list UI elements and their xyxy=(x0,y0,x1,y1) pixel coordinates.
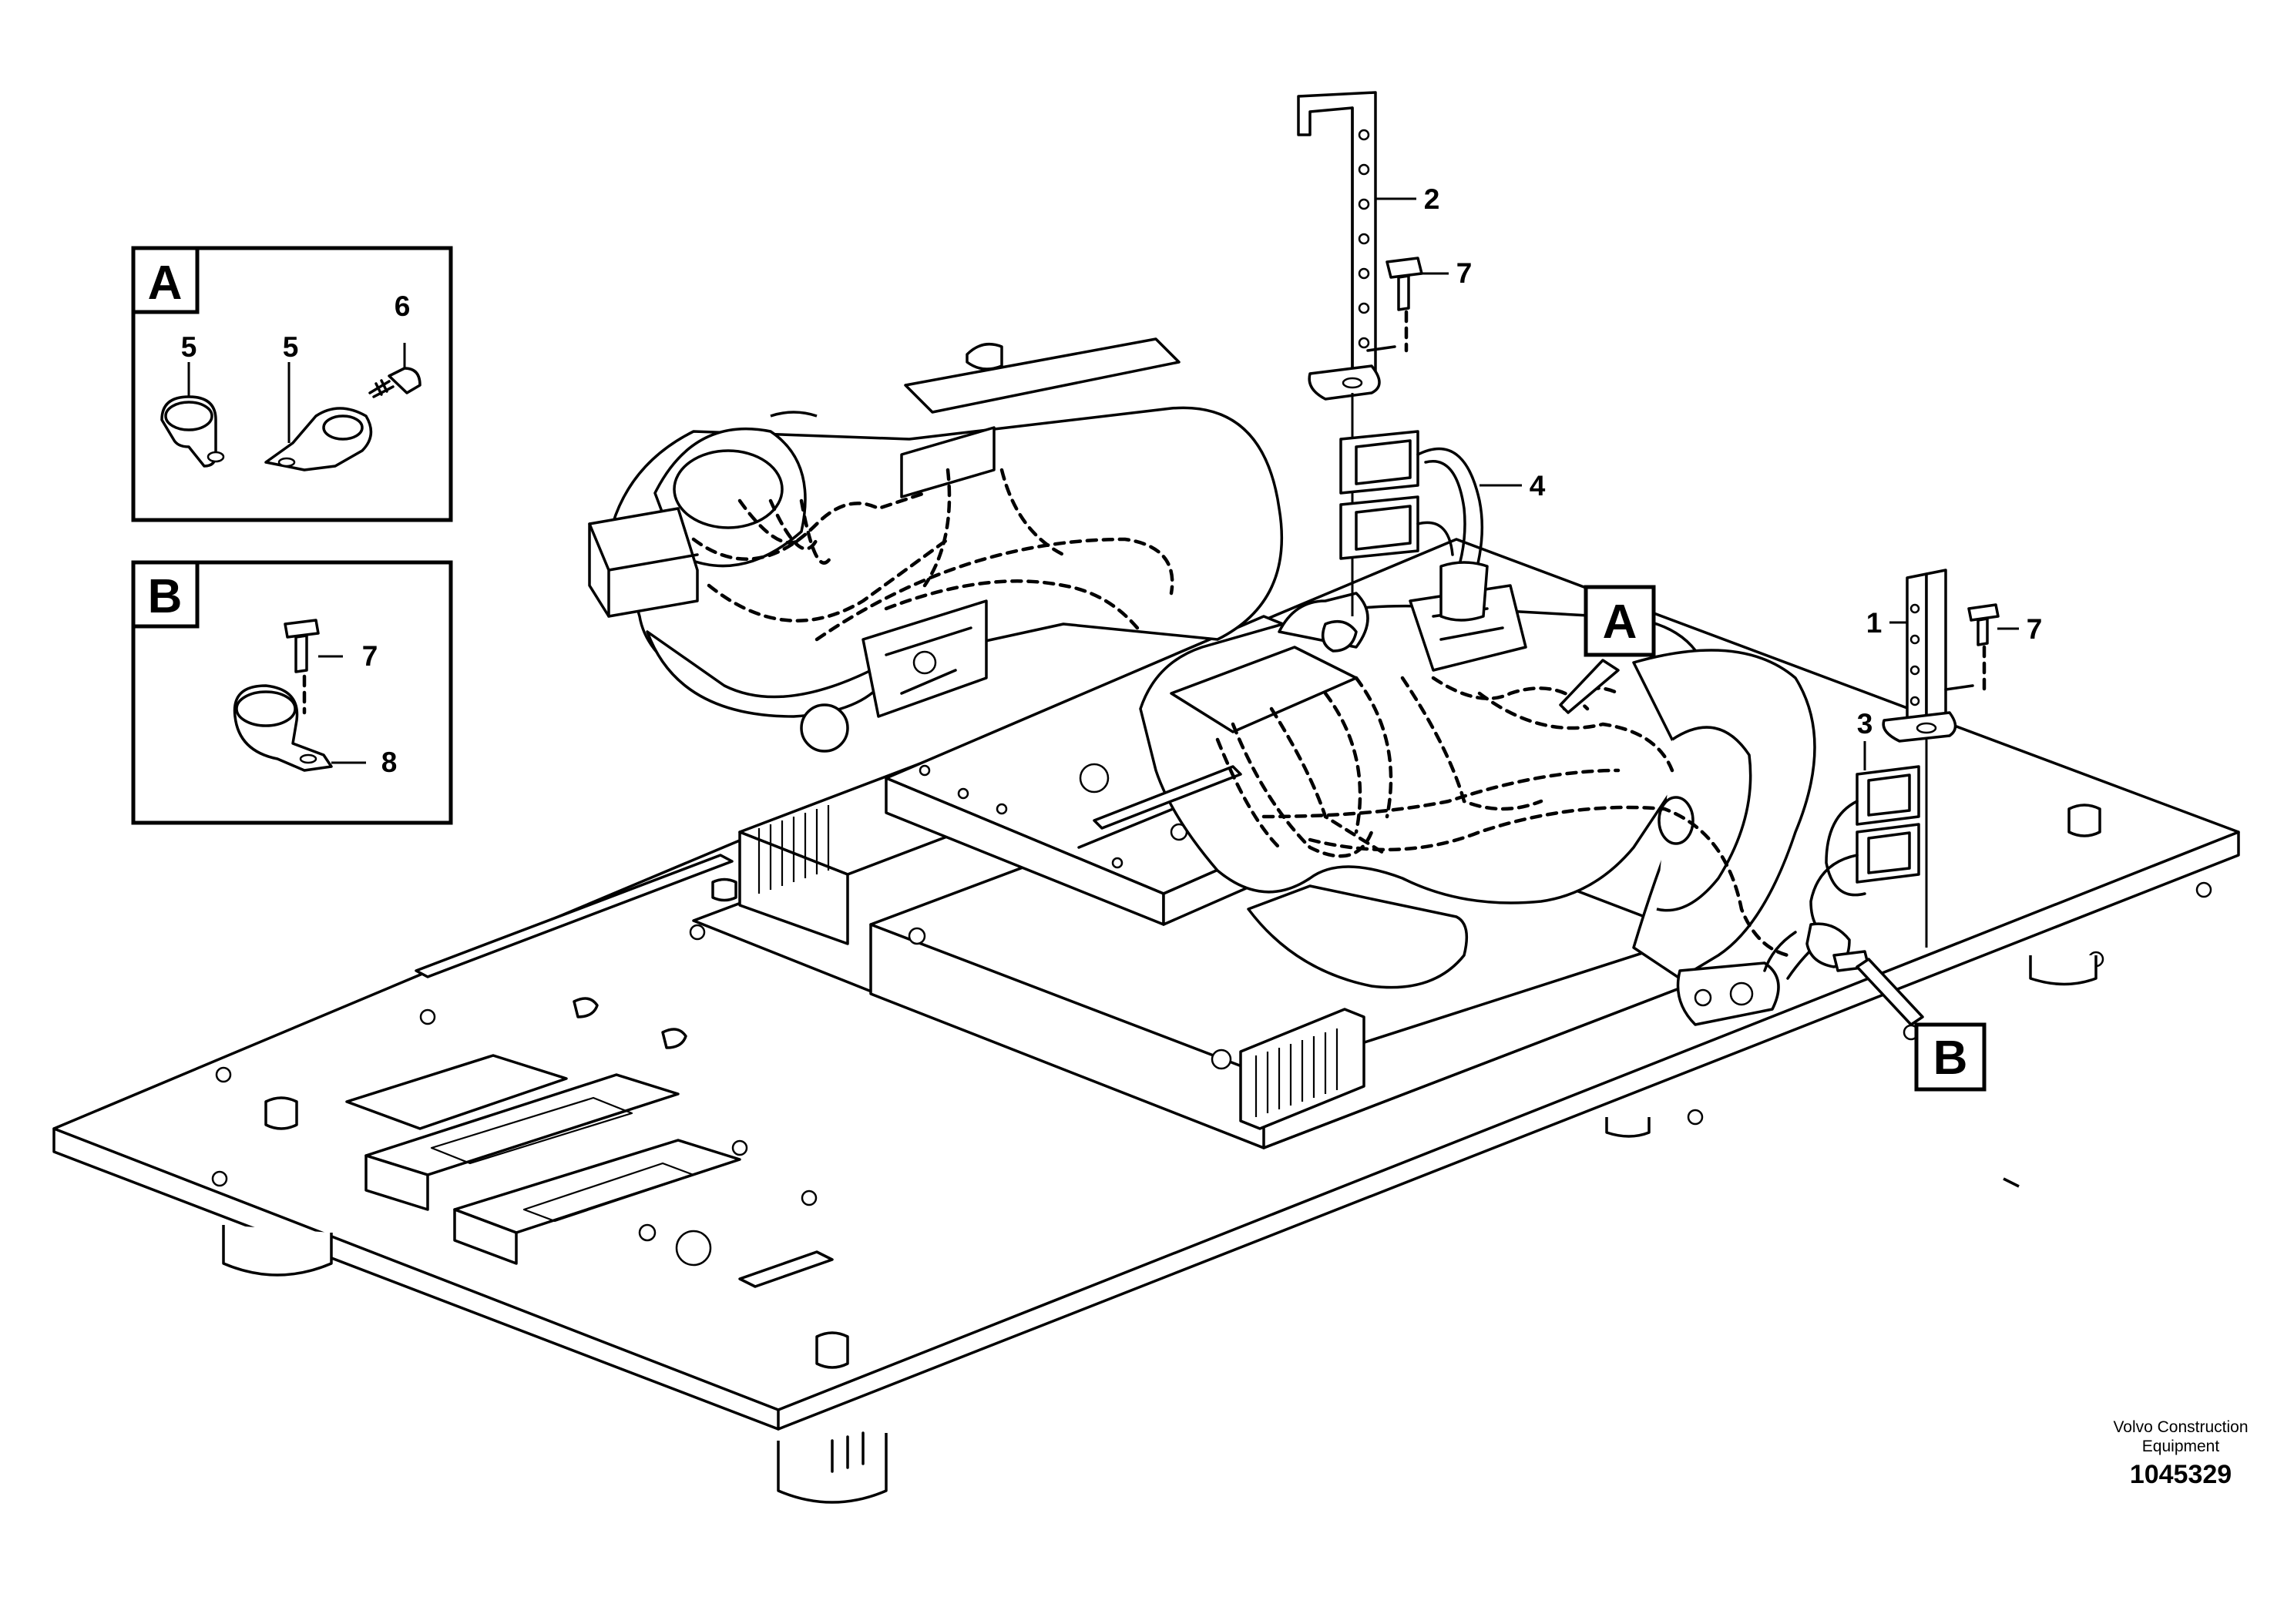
ref-b-letter: B xyxy=(1933,1032,1968,1085)
callout-7-right: 7 xyxy=(2027,613,2043,645)
brand-line-1: Volvo Construction xyxy=(2113,1418,2249,1436)
detail-a-label-5-left: 5 xyxy=(181,331,197,363)
callout-labels: A 5 5 6 B 7 8 2 7 4 1 7 3 xyxy=(148,183,2043,778)
detail-b-label-8: 8 xyxy=(381,747,398,778)
callout-3: 3 xyxy=(1857,708,1873,740)
callout-7-top: 7 xyxy=(1456,257,1473,289)
detail-a-label-6: 6 xyxy=(395,290,411,322)
edge-strip xyxy=(415,854,734,978)
pedals xyxy=(345,997,834,1288)
bracket-2 xyxy=(1297,91,1423,616)
ref-box-a: A xyxy=(1584,585,1656,657)
detail-a-label-5-right: 5 xyxy=(283,331,299,363)
detail-box-b xyxy=(131,560,453,825)
brand-line-2: Equipment xyxy=(2141,1438,2220,1455)
detail-b-label-7: 7 xyxy=(362,640,378,672)
callout-2: 2 xyxy=(1424,183,1440,215)
brand-caption: Volvo Construction Equipment xyxy=(2019,1418,2294,1456)
detail-box-a xyxy=(131,246,453,522)
connector-4 xyxy=(1339,430,1489,622)
callout-leaders xyxy=(1375,197,2019,1026)
ref-a-letter: A xyxy=(1603,596,1637,649)
plate-feet xyxy=(222,955,2098,1504)
callout-4: 4 xyxy=(1530,470,1546,502)
detail-b-letter: B xyxy=(148,570,183,623)
ref-box-b: B xyxy=(1914,1022,1987,1092)
bracket-1 xyxy=(1882,569,2000,948)
plate-bolts xyxy=(264,804,2101,1369)
callout-1: 1 xyxy=(1866,607,1883,639)
detail-a-letter: A xyxy=(148,257,183,310)
connector-3 xyxy=(1763,765,1920,980)
left-console xyxy=(588,337,1283,753)
right-console xyxy=(1093,584,1816,1026)
part-number: 1045329 xyxy=(2129,1460,2232,1489)
